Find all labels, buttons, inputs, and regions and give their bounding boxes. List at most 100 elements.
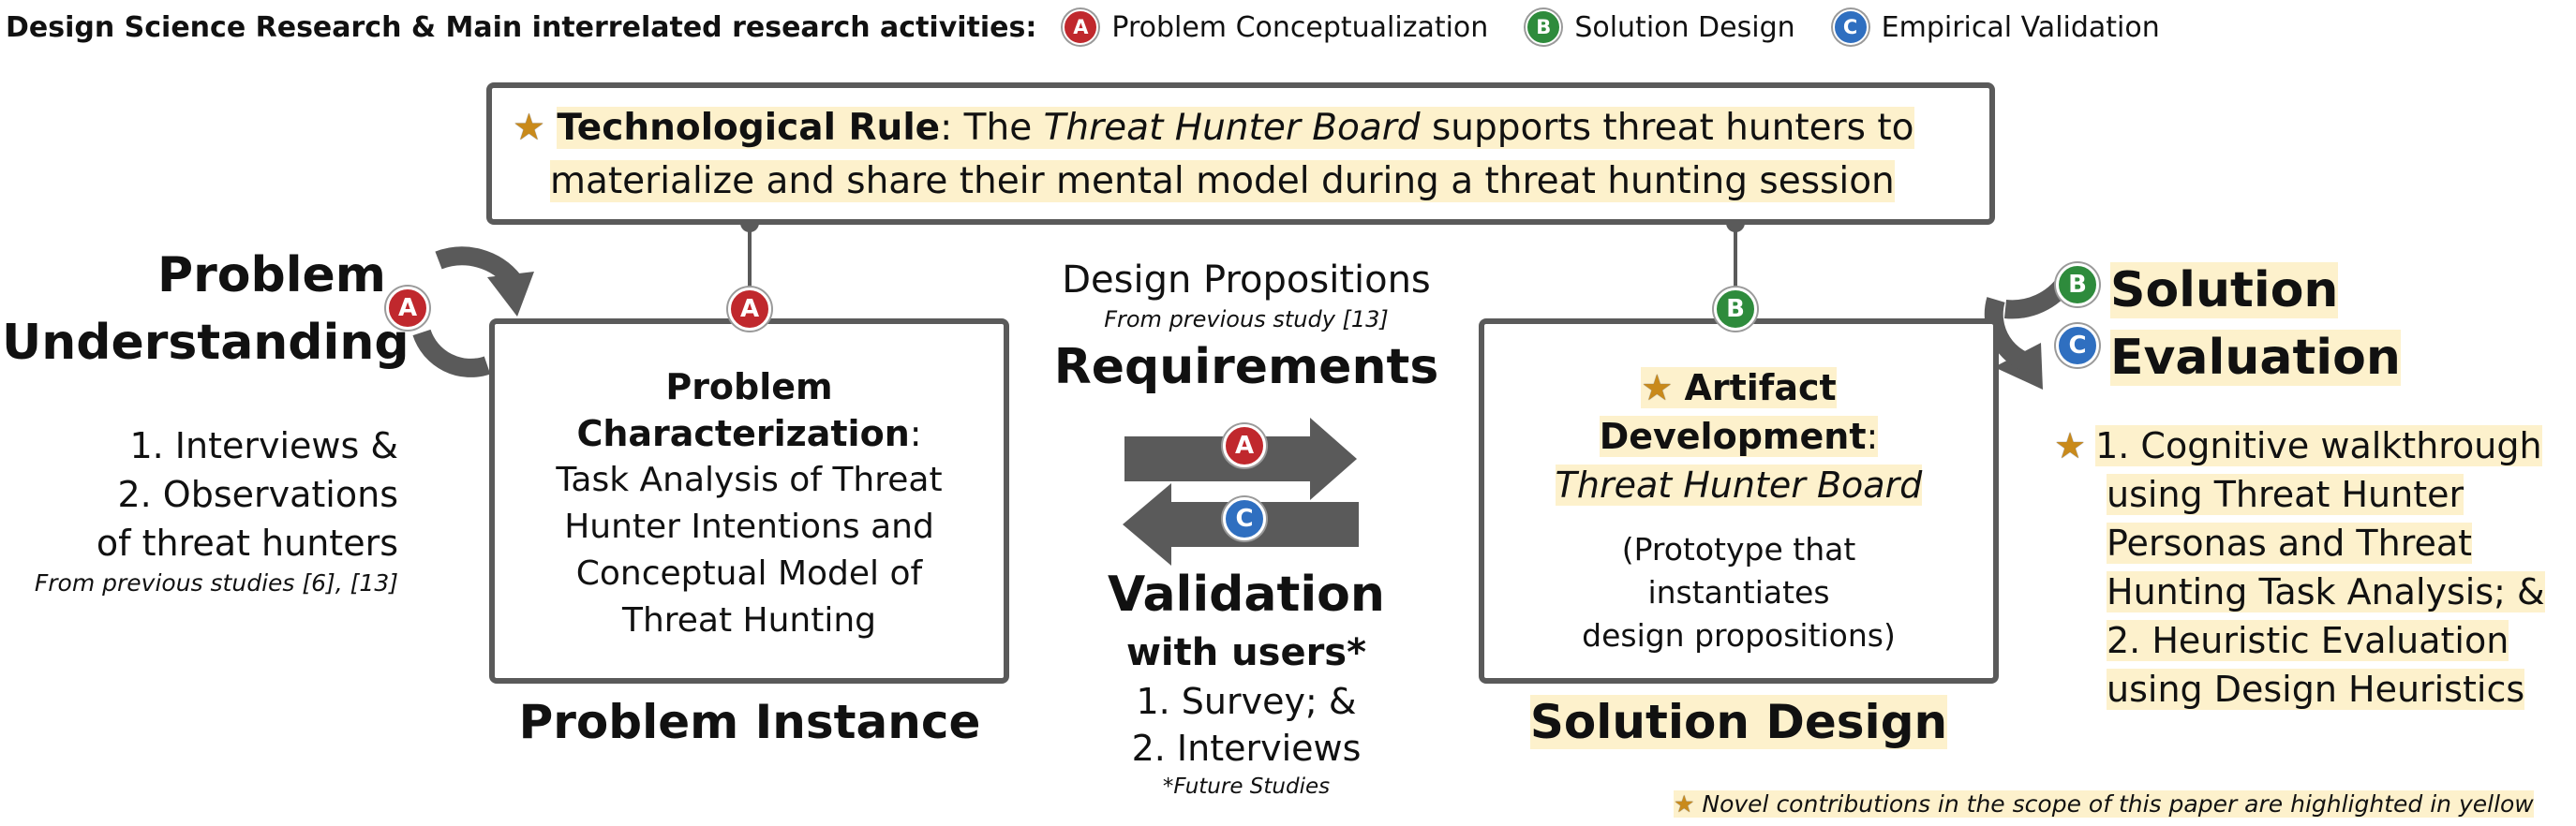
- solution-evaluation-item-3-text: Personas and Threat: [2107, 523, 2473, 564]
- problem-characterization-content: Problem Characterization: Task Analysis …: [495, 363, 1004, 644]
- artifact-development-spacer: [1484, 509, 1993, 528]
- with-users-label: with users*: [1125, 631, 1367, 674]
- validation-item-1: 1. Survey; &: [1136, 681, 1357, 722]
- badge-b-evaluation: B: [2056, 263, 2099, 306]
- technological-rule-highlight-2: materialize and share their mental model…: [550, 160, 1895, 202]
- badge-c-validation: C: [1223, 497, 1266, 540]
- solution-evaluation-item-6: using Design Heuristics: [2054, 665, 2545, 714]
- problem-understanding-note: From previous studies [6], [13]: [34, 569, 398, 597]
- solution-evaluation-list: ★1. Cognitive walkthrough using Threat H…: [2054, 421, 2545, 714]
- solution-design-caption-text: Solution Design: [1529, 695, 1948, 749]
- development-title-bold: Development: [1599, 416, 1867, 457]
- technological-rule-text2: supports threat hunters to: [1420, 107, 1914, 149]
- footer-note: ★ Novel contributions in the scope of th…: [1674, 789, 2534, 820]
- legend-badge-c: C: [1832, 9, 1869, 45]
- artifact-development-content: ★ Artifact Development: Threat Hunter Bo…: [1484, 363, 1993, 657]
- artifact-title-bold: Artifact: [1684, 367, 1837, 408]
- cycle-arrow-left: [435, 246, 521, 288]
- problem-characterization-line-3: Conceptual Model of: [575, 554, 923, 593]
- design-propositions-note: From previous study [13]: [1104, 306, 1389, 332]
- cycle-arrow-right-return: [1984, 297, 2040, 375]
- legend-title: Design Science Research & Main interrela…: [6, 10, 1037, 44]
- artifact-development-title-2: Development:: [1484, 412, 1993, 461]
- solution-evaluation-item-1-text: 1. Cognitive walkthrough: [2095, 425, 2542, 466]
- technological-rule-label: Technological Rule: [557, 107, 941, 149]
- technological-rule-highlight-1: Technological Rule: The Threat Hunter Bo…: [557, 107, 1914, 149]
- validation-item-2: 2. Interviews: [1131, 728, 1362, 769]
- artifact-development-name: Threat Hunter Board: [1484, 461, 1993, 509]
- technological-rule-text: ★ Technological Rule: The Threat Hunter …: [513, 101, 1914, 208]
- problem-characterization-title-2: Characterization:: [495, 410, 1004, 457]
- solution-evaluation-title-2-text: Evaluation: [2110, 330, 2401, 386]
- problem-understanding-item-2: 2. Observations: [117, 474, 398, 515]
- problem-instance-caption: Problem Instance: [518, 695, 981, 749]
- technological-rule-box: ★ Technological Rule: The Threat Hunter …: [486, 82, 1995, 225]
- problem-characterization-box: Problem Characterization: Task Analysis …: [489, 318, 1009, 684]
- badge-a-requirements: A: [1223, 424, 1266, 467]
- solution-evaluation-item-2-text: using Threat Hunter: [2107, 474, 2464, 515]
- solution-evaluation-title-1-text: Solution: [2110, 262, 2339, 318]
- problem-characterization-line-1: Task Analysis of Threat: [556, 461, 943, 499]
- problem-characterization-colon: :: [909, 413, 922, 454]
- badge-b-solution-box: B: [1714, 288, 1757, 331]
- problem-understanding-title-1: Problem: [157, 247, 386, 303]
- artifact-development-box: ★ Artifact Development: Threat Hunter Bo…: [1479, 318, 1999, 684]
- cycle-arrow-left-return: [412, 329, 491, 377]
- problem-characterization-title-2-bold: Characterization: [576, 413, 910, 454]
- solution-evaluation-item-3: Personas and Threat: [2054, 519, 2545, 568]
- solution-evaluation-item-1: ★1. Cognitive walkthrough: [2054, 421, 2545, 470]
- technological-rule-text1: : The: [940, 107, 1044, 149]
- design-propositions: Design Propositions From previous study …: [1012, 255, 1481, 401]
- problem-understanding-list: 1. Interviews & 2. Observations of threa…: [19, 421, 398, 599]
- solution-evaluation-item-4-text: Hunting Task Analysis; &: [2107, 571, 2545, 612]
- solution-evaluation-title: Solution Evaluation: [2110, 257, 2401, 391]
- problem-characterization-line-4: Threat Hunting: [621, 601, 877, 640]
- footer-note-highlight: ★ Novel contributions in the scope of th…: [1674, 790, 2534, 818]
- development-colon: :: [1866, 416, 1879, 457]
- badge-a-problem-box: A: [728, 288, 771, 331]
- legend-badge-b: B: [1526, 9, 1562, 45]
- legend-label-b: Solution Design: [1574, 10, 1795, 44]
- solution-evaluation-title-1: Solution: [2110, 257, 2401, 324]
- validation-label: Validation: [1108, 567, 1385, 623]
- star-icon: ★: [1641, 367, 1674, 408]
- technological-rule-italic: Threat Hunter Board: [1043, 107, 1421, 149]
- design-propositions-label: Design Propositions: [1062, 258, 1431, 302]
- artifact-line-3: design propositions): [1582, 617, 1896, 654]
- artifact-line-2: instantiates: [1647, 574, 1830, 611]
- problem-understanding-title: Problem Understanding: [2, 242, 409, 376]
- problem-understanding-item-3: of threat hunters: [96, 523, 398, 564]
- threat-hunter-board-italic: Threat Hunter Board: [1555, 465, 1923, 506]
- problem-understanding-title-2: Understanding: [2, 315, 409, 371]
- artifact-development-title-1: ★ Artifact: [1484, 363, 1993, 412]
- technological-rule-line1: ★ Technological Rule: The Threat Hunter …: [513, 101, 1914, 155]
- solution-evaluation-item-2: using Threat Hunter: [2054, 470, 2545, 519]
- technological-rule-line2: materialize and share their mental model…: [513, 155, 1914, 208]
- solution-evaluation-item-6-text: using Design Heuristics: [2107, 669, 2525, 710]
- star-icon: ★: [1674, 790, 1695, 818]
- solution-design-caption: Solution Design: [1479, 695, 1999, 749]
- solution-evaluation-item-4: Hunting Task Analysis; &: [2054, 568, 2545, 616]
- legend-label-a: Problem Conceptualization: [1111, 10, 1489, 44]
- artifact-line-1: (Prototype that: [1621, 531, 1856, 568]
- solution-evaluation-item-5: 2. Heuristic Evaluation: [2054, 616, 2545, 665]
- badge-c-evaluation: C: [2056, 324, 2099, 367]
- cycle-arrow-left-head: [487, 272, 534, 317]
- validation-block: Validation with users* 1. Survey; & 2. I…: [1012, 562, 1481, 802]
- problem-characterization-line-2: Hunter Intentions and: [564, 508, 934, 546]
- requirements-label: Requirements: [1053, 339, 1439, 395]
- star-icon: ★: [513, 107, 545, 149]
- solution-evaluation-title-2: Evaluation: [2110, 324, 2401, 391]
- development-title-highlight: Development:: [1599, 416, 1879, 457]
- legend-label-c: Empirical Validation: [1881, 10, 2160, 44]
- badge-a-cycle: A: [386, 287, 429, 330]
- future-studies-note: *Future Studies: [1162, 774, 1331, 799]
- star-icon: ★: [2054, 425, 2087, 466]
- artifact-title-highlight: ★ Artifact: [1641, 367, 1837, 408]
- solution-evaluation-item-5-text: 2. Heuristic Evaluation: [2107, 620, 2509, 661]
- problem-characterization-title-1: Problem: [665, 366, 833, 407]
- legend-bar: Design Science Research & Main interrela…: [6, 7, 2160, 47]
- problem-understanding-item-1: 1. Interviews &: [129, 425, 398, 466]
- footer-note-text: Novel contributions in the scope of this…: [1702, 790, 2534, 818]
- legend-badge-a: A: [1063, 9, 1099, 45]
